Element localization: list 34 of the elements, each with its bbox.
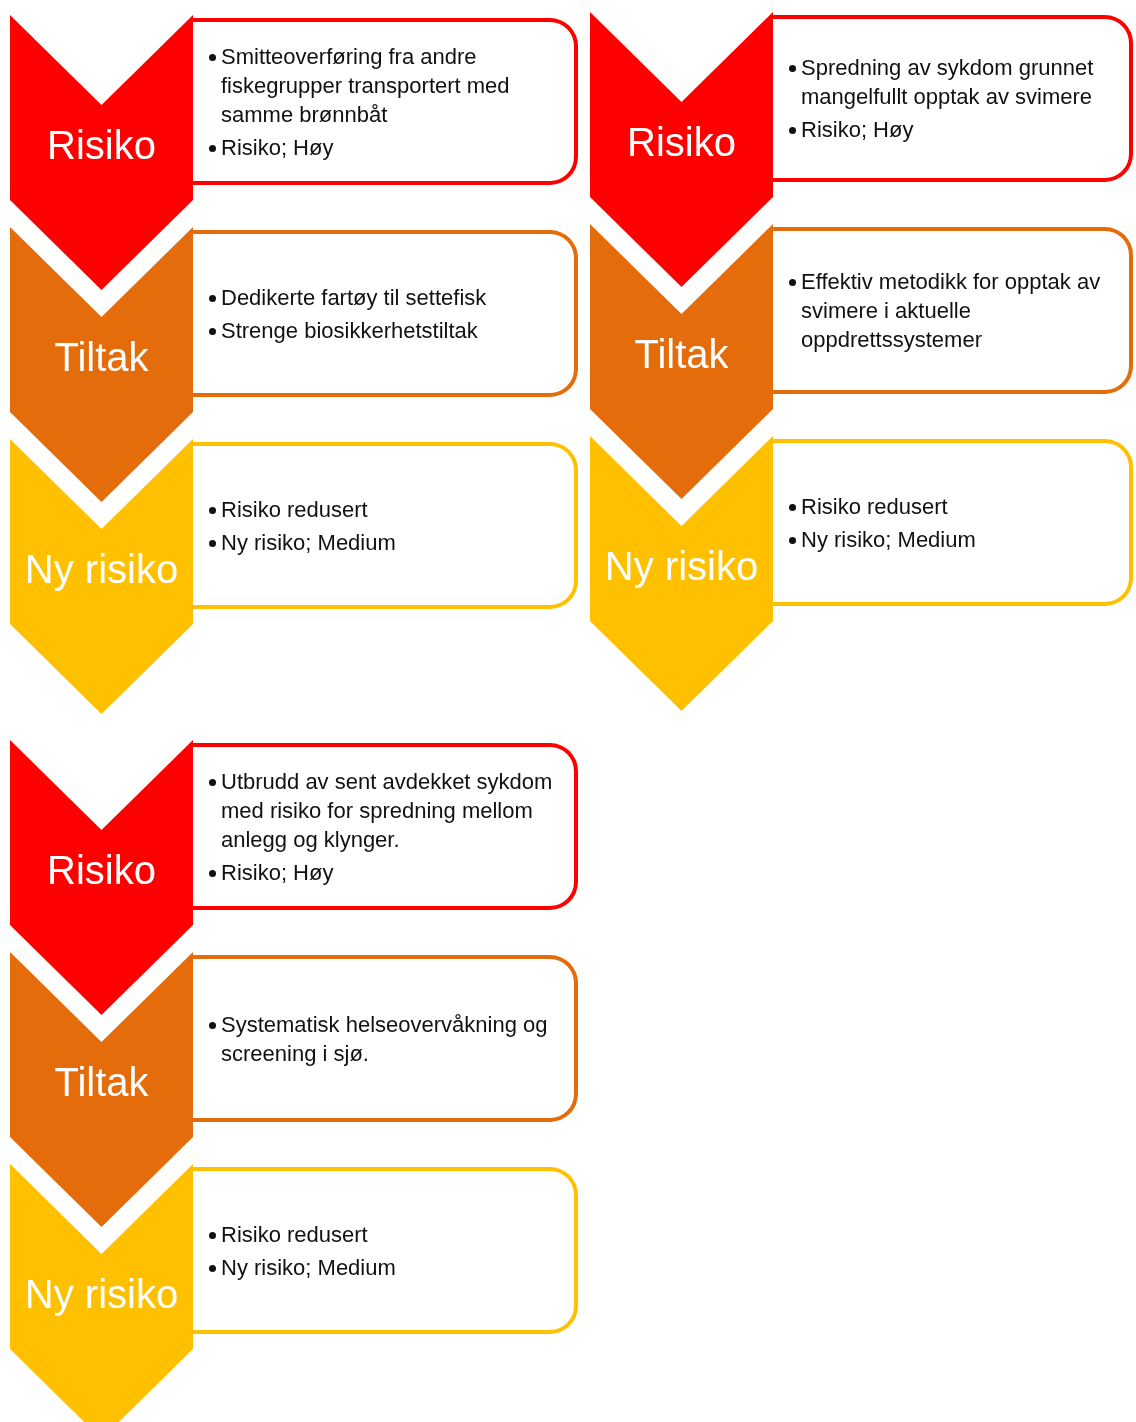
text-box	[773, 439, 1133, 606]
bullet-item: Ny risiko; Medium	[221, 1254, 396, 1280]
bullet-item: Dedikerte fartøy til settefisk	[221, 284, 487, 310]
step-label: Tiltak	[633, 332, 730, 377]
bullet-item: Risiko redusert	[801, 493, 948, 519]
text-box	[193, 230, 578, 397]
step-label: Ny risiko	[23, 547, 180, 592]
bullet-item: Smitteoverføring fra andre fiskegrupper transportert med samme brønnbåt	[221, 43, 510, 127]
step-label: Risiko	[626, 120, 737, 165]
bullet-item: Systematisk helseovervåkning og screening i sjø.	[221, 1011, 548, 1066]
text-box	[193, 743, 578, 910]
text-box	[193, 1167, 578, 1334]
bullet-item: Risiko; Høy	[221, 859, 334, 885]
bullet-item: Risiko redusert	[221, 496, 368, 522]
step-label: Ny risiko	[23, 1272, 180, 1317]
text-box	[193, 18, 578, 185]
text-box	[773, 15, 1133, 182]
text-box	[773, 227, 1133, 394]
bullet-item: Utbrudd av sent avdekket sykdom med risiko for spredning mellom anlegg og klynger.	[221, 768, 553, 852]
step-label: Ny risiko	[603, 544, 760, 589]
step-label: Tiltak	[53, 335, 150, 380]
bullet-item: Effektiv metodikk for opptak av svimere i aktuelle oppdrettssystemer	[801, 269, 1101, 352]
step-label: Risiko	[46, 848, 157, 893]
bullet-item: Ny risiko; Medium	[801, 526, 976, 552]
bullet-item: Risiko; Høy	[801, 117, 914, 142]
bullet-item: Risiko; Høy	[221, 134, 334, 160]
text-box	[193, 955, 578, 1122]
step-label: Risiko	[46, 123, 157, 168]
bullet-item: Risiko redusert	[221, 1221, 368, 1247]
bullet-item: Ny risiko; Medium	[221, 529, 396, 555]
text-box	[193, 442, 578, 609]
step-label: Tiltak	[53, 1060, 150, 1105]
bullet-item: Strenge biosikkerhetstiltak	[221, 317, 478, 343]
bullet-item: Spredning av sykdom grunnet mangelfullt opptak av svimere	[801, 55, 1094, 109]
